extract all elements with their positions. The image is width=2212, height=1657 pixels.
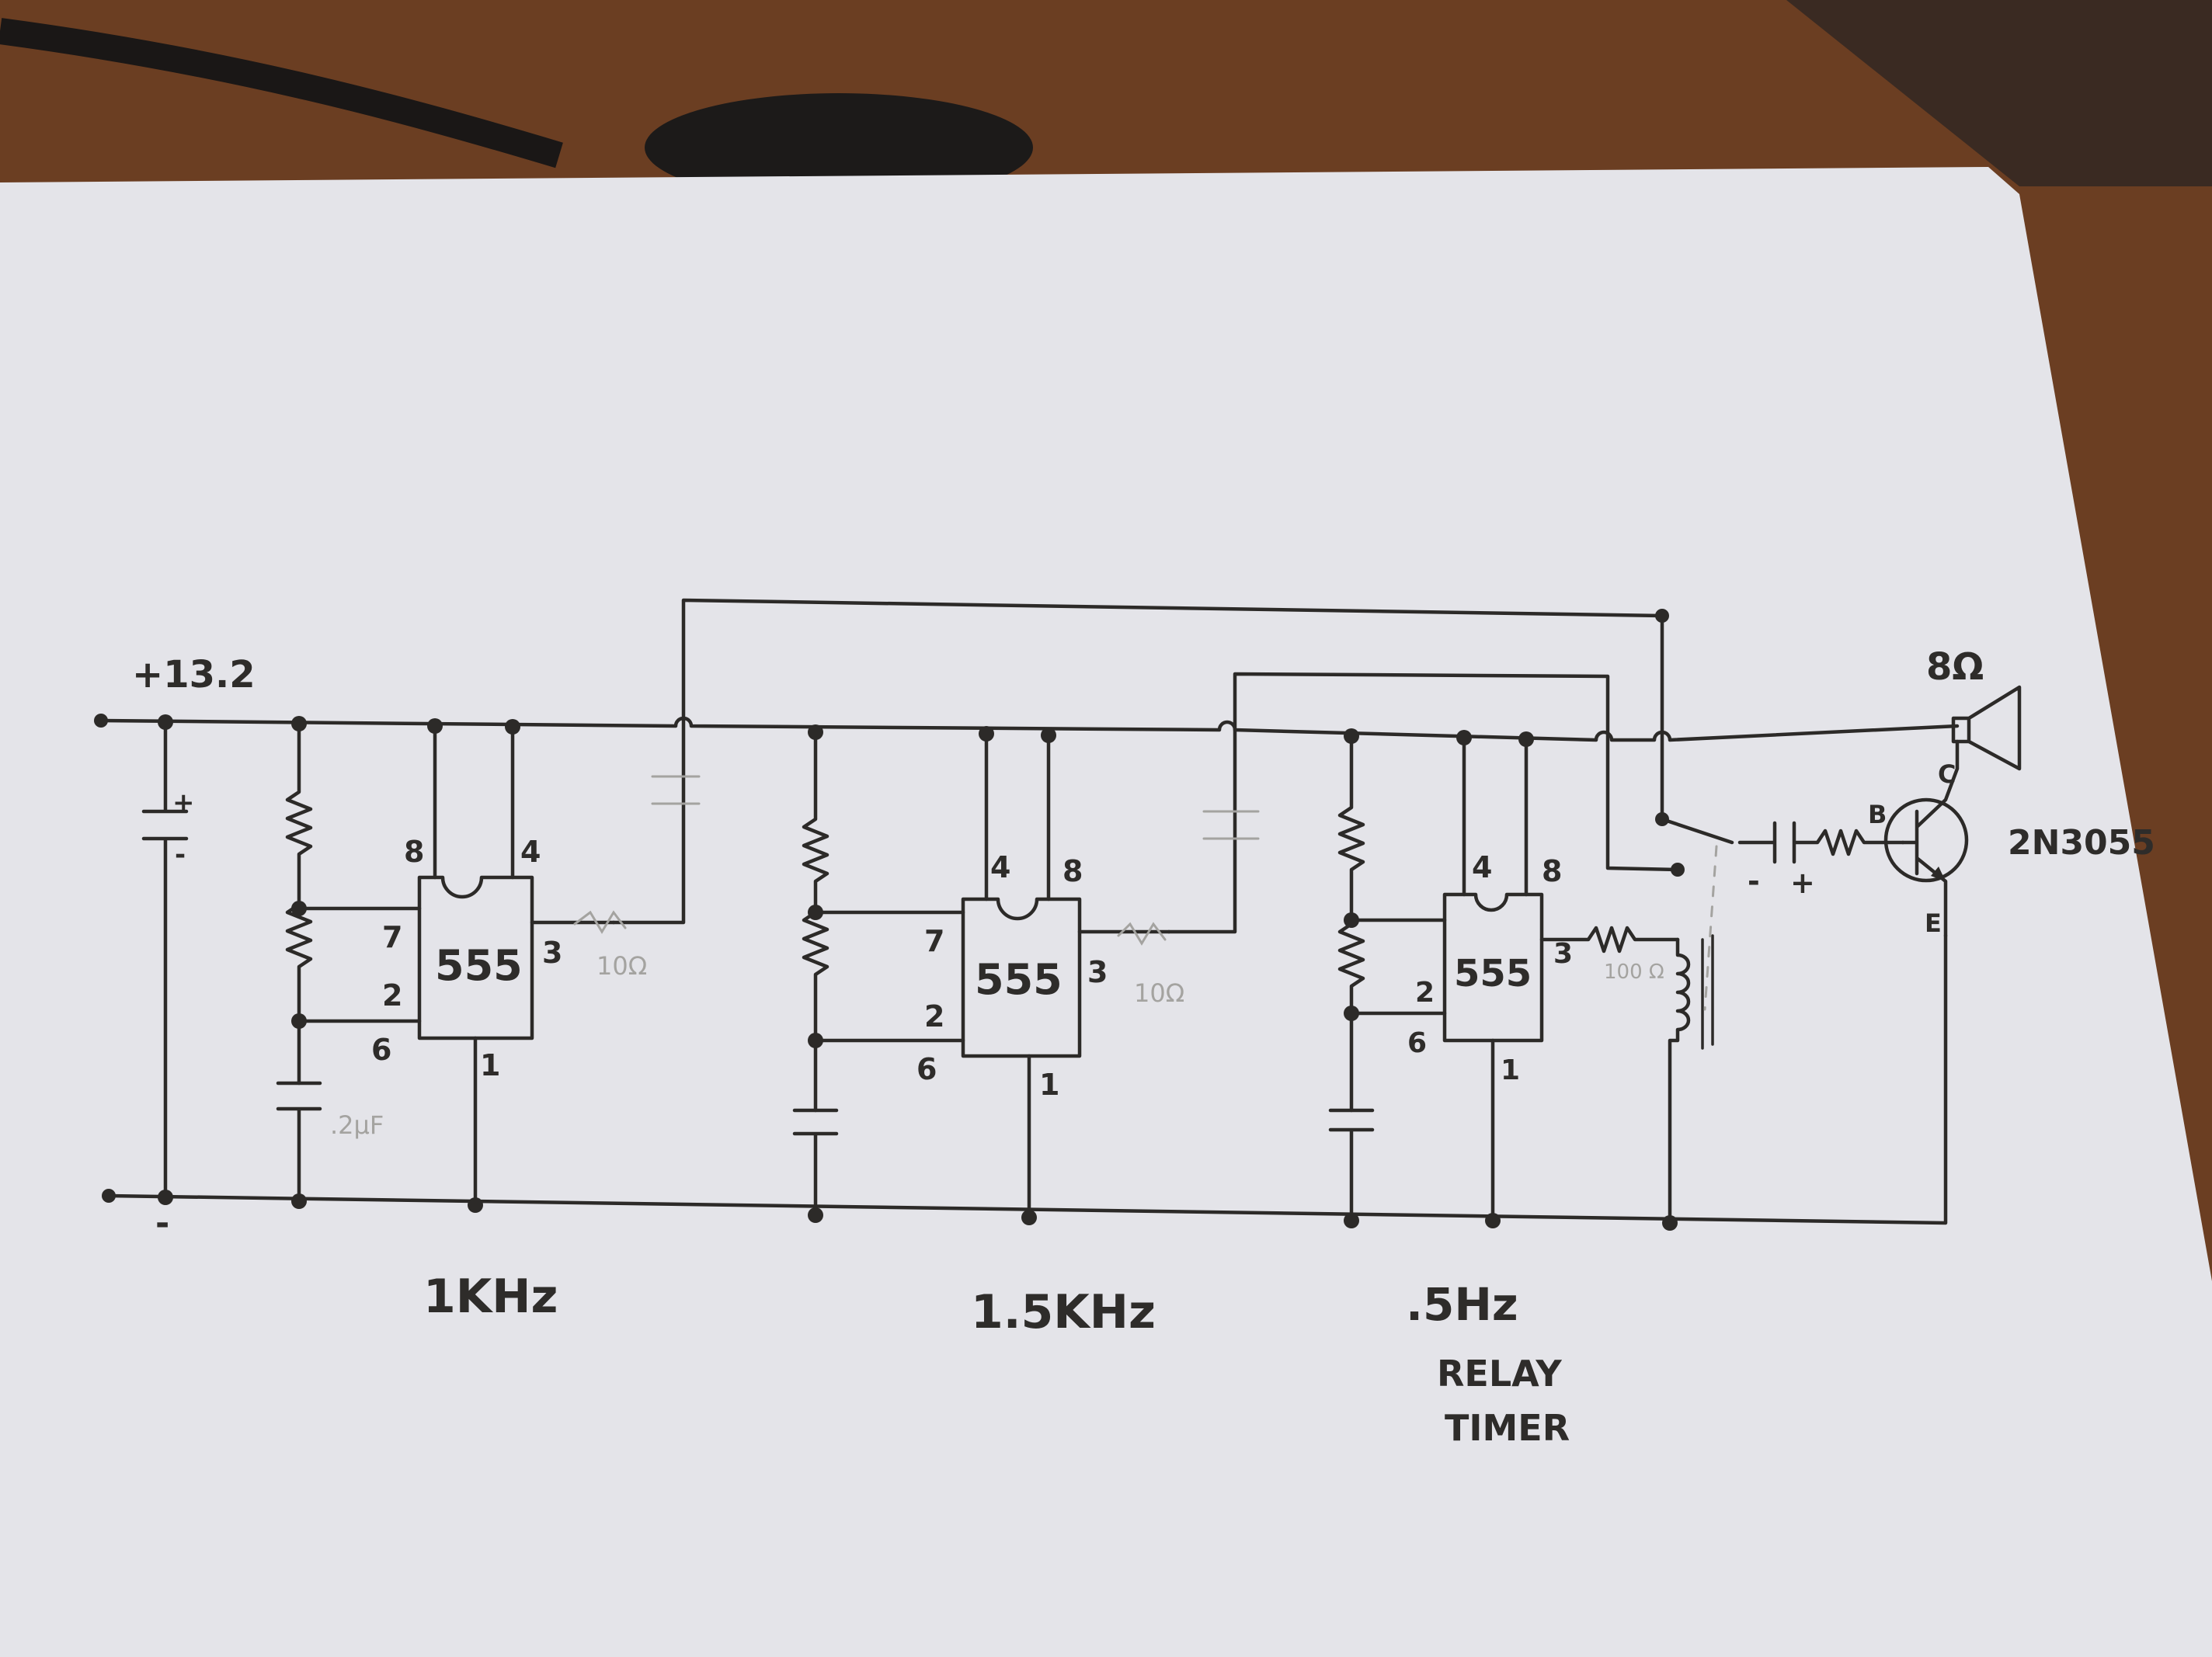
ic3-pin8: 8 <box>1542 854 1562 888</box>
ic2-pin8: 8 <box>1063 854 1083 888</box>
ic2-pin2: 2 <box>924 999 944 1033</box>
ic1-label: 555 <box>435 941 523 990</box>
ic3-label: 555 <box>1454 952 1532 995</box>
ic2-pin6: 6 <box>916 1052 937 1086</box>
transistor-part-label: 2N3055 <box>2008 823 2155 863</box>
ic3-pin2: 2 <box>1415 977 1435 1009</box>
ic1-pin6: 6 <box>371 1033 391 1067</box>
stage3-note-line2: TIMER <box>1445 1407 1570 1449</box>
ic2-pin3: 3 <box>1087 955 1108 989</box>
ic2-label: 555 <box>975 955 1063 1004</box>
supply-cap-minus-label: - <box>175 839 186 870</box>
speaker-impedance-label: 8Ω <box>1926 645 1984 689</box>
coupling-cap-plus-label: + <box>1790 866 1815 900</box>
coupling-cap-minus-label: - <box>1748 864 1760 898</box>
transistor-emitter-label: E <box>1925 908 1942 938</box>
ic1-timing-cap-label: .2μF <box>330 1110 384 1140</box>
stage1-frequency-label: 1KHz <box>423 1270 558 1324</box>
erased-pencil-marks <box>573 775 1260 946</box>
ic2-pin4: 4 <box>990 850 1010 884</box>
stage3-frequency-label: .5Hz <box>1406 1278 1518 1331</box>
ic2-pin1: 1 <box>1039 1068 1059 1102</box>
ic2-output-resistor-label: 10Ω <box>1134 978 1184 1008</box>
ic1-pin8: 8 <box>404 835 424 869</box>
paper-sheet <box>0 167 2212 1657</box>
ic1-pin1: 1 <box>480 1048 500 1082</box>
ic1-pin4: 4 <box>520 835 541 869</box>
ic3-output-resistor-label: 100 Ω <box>1604 961 1664 984</box>
junction-dots <box>94 609 1685 1231</box>
ic3-pin4: 4 <box>1472 850 1492 884</box>
ic1-pin2: 2 <box>382 978 402 1013</box>
ic3-pin6: 6 <box>1407 1027 1427 1059</box>
ic3-pin1: 1 <box>1501 1054 1520 1086</box>
ic1-pin7: 7 <box>382 920 402 954</box>
ic1-pin3: 3 <box>542 936 562 970</box>
ic1-output-resistor-label: 10Ω <box>596 951 647 981</box>
circuit-wiring <box>99 598 2022 1225</box>
transistor-collector-label: C <box>1938 759 1956 789</box>
supply-cap-plus-label: + <box>172 787 195 818</box>
ic3-pin3: 3 <box>1553 938 1573 970</box>
stage3-note-line1: RELAY <box>1437 1353 1562 1395</box>
supply-voltage-label: +13.2 <box>132 653 256 696</box>
transistor-base-label: B <box>1868 800 1887 829</box>
ic2-pin7: 7 <box>924 924 944 958</box>
ground-symbol-label: - <box>155 1204 169 1243</box>
stage2-frequency-label: 1.5KHz <box>971 1285 1156 1339</box>
